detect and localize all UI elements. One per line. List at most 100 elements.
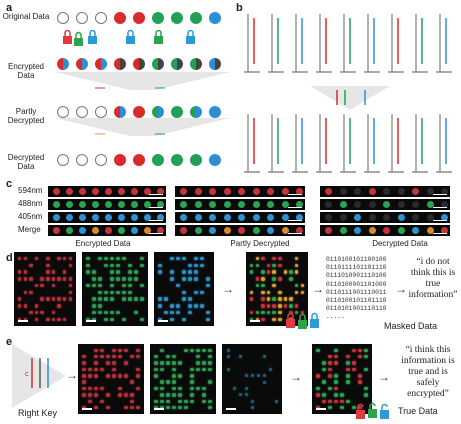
data-circle: [76, 12, 88, 24]
fluor-dot: [166, 380, 170, 384]
fluor-dot: [208, 367, 212, 372]
strip-dot: [325, 227, 332, 234]
fluor-dot: [98, 283, 102, 288]
fluor-dot: [283, 297, 288, 301]
fluor-dot: [82, 374, 86, 378]
fluor-dot: [294, 283, 299, 288]
lock-red-icon: [63, 29, 72, 44]
fluor-dot: [294, 270, 299, 274]
strip-dot: [426, 214, 434, 221]
fluor-dot: [170, 310, 174, 315]
fluor-dot: [364, 367, 368, 372]
fluor-dot: [86, 270, 90, 274]
fluor-dot: [40, 283, 44, 288]
strip-dot: [383, 214, 390, 221]
fluor-dot: [98, 256, 102, 261]
fluor-dot: [98, 290, 102, 295]
strip-dot: [157, 214, 164, 221]
fluor-dot: [255, 310, 260, 315]
fluor-dot: [170, 277, 174, 281]
fluor-dot: [190, 380, 194, 384]
fluor-dot: [98, 297, 102, 301]
fluor-dot: [278, 297, 282, 301]
strip-dot: [412, 214, 419, 221]
fluor-dot: [194, 256, 198, 261]
panel-label-e: e: [6, 336, 13, 348]
fluor-dot: [249, 290, 254, 295]
fluor-dot: [154, 405, 158, 410]
fluor-dot: [112, 367, 116, 372]
fluor-dot: [112, 361, 116, 365]
strip-dot: [238, 227, 245, 234]
fluor-dot: [322, 361, 326, 365]
fluor-dot: [116, 290, 120, 295]
fluor-dot: [278, 256, 282, 261]
fluor-dot: [340, 393, 344, 397]
data-circle: [152, 106, 164, 118]
fluor-dot: [194, 277, 198, 281]
fluor-dot: [194, 270, 198, 274]
fluor-dot: [244, 393, 248, 397]
fluor-dot: [232, 387, 236, 391]
fluor-dot: [202, 386, 206, 391]
fluor-dot: [244, 387, 248, 391]
fluor-dot: [170, 304, 174, 308]
strip-dot: [180, 201, 187, 208]
fluor-dot: [289, 304, 293, 308]
fluor-dot: [272, 297, 276, 301]
row-label-partly: Partly Decrypted: [7, 107, 45, 125]
fluor-dot: [278, 310, 282, 315]
strip-dot: [131, 188, 138, 195]
fluor-dot: [340, 405, 344, 410]
arrow-icon-3: →: [395, 282, 407, 296]
panel-label-b: b: [236, 2, 243, 14]
fluor-dot: [112, 374, 116, 378]
fluor-dot: [34, 317, 39, 322]
fluor-dot: [172, 361, 176, 365]
fluor-dot: [261, 256, 265, 261]
fluor-dot: [158, 263, 162, 268]
channel-594: 594nm: [18, 186, 43, 195]
panel-d-image-blue: [154, 252, 214, 326]
fluor-dot: [182, 290, 186, 295]
strip-dot: [412, 201, 419, 208]
fluor-dot: [208, 348, 212, 353]
fluor-dot: [140, 297, 144, 301]
fluor-dot: [104, 290, 108, 295]
scale-bar: [149, 219, 163, 221]
fluor-dot: [92, 310, 96, 315]
fluor-dot: [176, 283, 180, 288]
strip-dot: [223, 188, 231, 195]
fluor-dot: [250, 406, 254, 410]
scale-bar: [288, 232, 302, 234]
strip-dot: [441, 188, 448, 195]
scale-bar: [18, 320, 28, 322]
fluor-dot: [57, 317, 61, 322]
fluor-dot: [164, 310, 168, 315]
fluor-dot: [364, 386, 368, 391]
fluor-dot: [140, 283, 144, 288]
fluor-dot: [122, 290, 126, 295]
fluor-dot: [158, 270, 162, 274]
fluor-dot: [106, 374, 110, 378]
fluor-dot: [164, 297, 168, 301]
strip-dot: [53, 201, 60, 208]
fluor-dot: [112, 354, 116, 359]
data-circle: [76, 106, 88, 118]
fluor-dot: [300, 290, 305, 295]
fluor-dot: [110, 310, 114, 315]
scale-bar: [158, 320, 168, 322]
strip-dot: [118, 201, 125, 208]
fluor-dot: [250, 399, 254, 403]
fluor-dot: [266, 310, 271, 315]
fluor-dot: [182, 256, 186, 261]
fluor-dot: [328, 361, 332, 365]
fluor-dot: [17, 317, 22, 322]
fluor-dot: [122, 317, 126, 322]
fluor-dot: [176, 256, 180, 261]
fluor-dot: [40, 277, 44, 281]
data-circle: [209, 154, 221, 166]
data-circle: [190, 12, 202, 24]
fluor-dot: [62, 277, 67, 281]
